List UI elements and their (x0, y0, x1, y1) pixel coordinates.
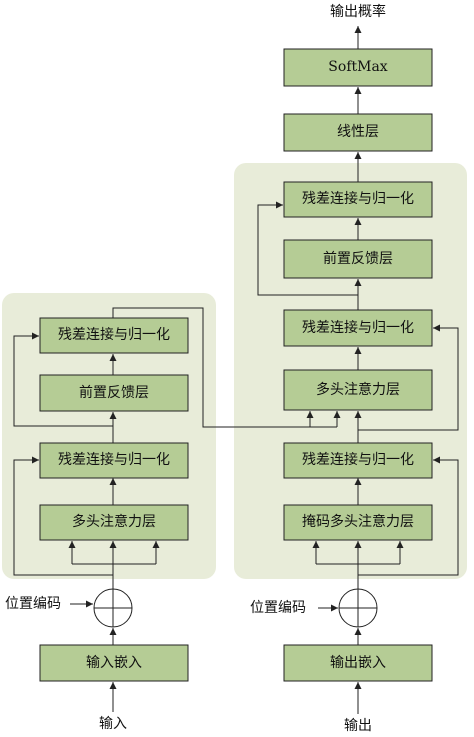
decoder-attention-label: 多头注意力层 (316, 381, 400, 398)
input-embedding-label: 输入嵌入 (86, 655, 142, 671)
decoder-residual-norm-2-box (283, 309, 433, 347)
decoder-feed-forward-label: 前置反馈层 (323, 250, 393, 267)
output-embedding-label: 输出嵌入 (330, 655, 386, 671)
decoder-residual-1-path (358, 456, 459, 576)
output-probabilities-label: 输出概率 (330, 3, 386, 20)
decoder-feed-forward-box (283, 239, 433, 279)
decoder-residual-norm-1-label: 残差连接与归一化 (302, 451, 414, 468)
encoder-residual-2-path (13, 332, 113, 427)
decoder-output-label: 输出 (344, 718, 372, 734)
encoder-residual-norm-top-box (39, 317, 189, 354)
encoder-input-label: 输入 (99, 716, 127, 732)
encoder-residual-1-path (13, 456, 113, 576)
decoder-residual-norm-2-label: 残差连接与归一化 (302, 319, 414, 336)
decoder-residual-norm-3-label: 残差连接与归一化 (302, 190, 414, 207)
softmax-label: SoftMax (328, 59, 388, 75)
encoder-feed-forward-label: 前置反馈层 (79, 384, 149, 401)
softmax-box (283, 48, 433, 87)
output-embedding-box (283, 644, 433, 682)
decoder-positional-encoding-label: 位置编码 (250, 600, 306, 616)
linear-label: 线性层 (337, 124, 379, 140)
input-embedding-box (39, 644, 189, 682)
encoder-residual-norm-top-label: 残差连接与归一化 (58, 326, 170, 343)
decoder-residual-2-path (358, 324, 459, 431)
encoder-attention-label: 多头注意力层 (72, 513, 156, 530)
masked-attention-label: 掩码多头注意力层 (302, 513, 414, 530)
encoder-attention-box (39, 504, 189, 541)
decoder-residual-norm-3-box (283, 181, 433, 218)
encoder-positional-encoding-label: 位置编码 (5, 596, 61, 612)
encoder-residual-norm-bottom-box (39, 442, 189, 479)
decoder-residual-3-path (257, 201, 358, 296)
encoder-residual-norm-bottom-label: 残差连接与归一化 (58, 451, 170, 468)
encoder-feed-forward-box (39, 374, 189, 412)
decoder-attention-box (283, 369, 433, 411)
